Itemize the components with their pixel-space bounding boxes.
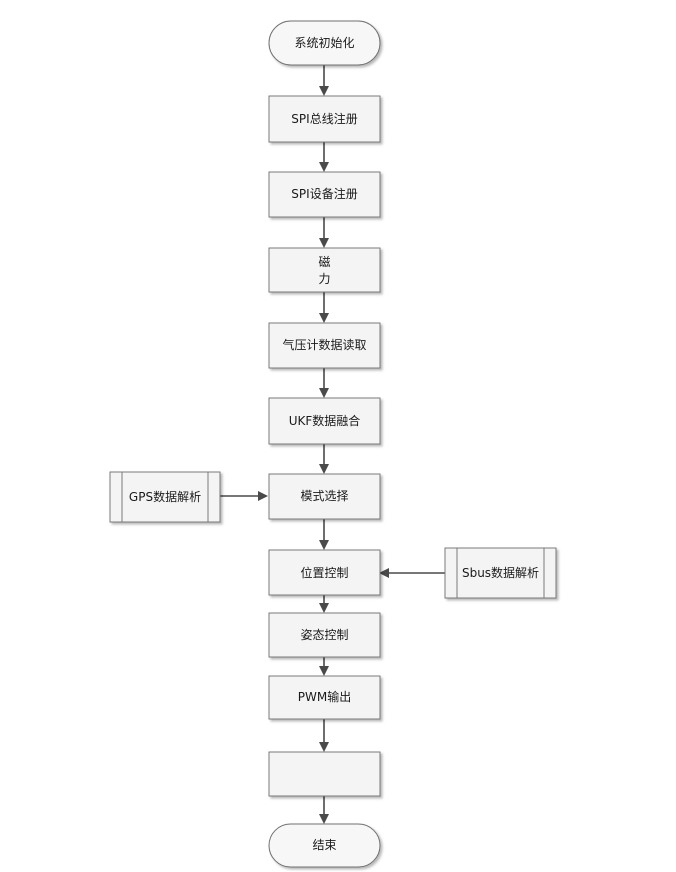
step-spi-bus-register: SPI总线注册 [268,95,381,143]
step-spi-device-register: SPI设备注册 [268,171,381,218]
gps-parse-label: GPS数据解析 [129,489,201,504]
step-imu-read: 磁 力 [268,247,381,293]
step-imu-read-label-line2: 力 [318,272,330,286]
step-ukf-fusion-label: 模式选择 [300,489,348,503]
start-terminal: 系统初始化 [268,20,381,66]
arrow-position-to-attitude [319,657,329,676]
arrow-magnetometer-to-barometer [319,368,329,398]
arrow-ukf-to-mode [319,519,329,550]
step-pwm-output [268,751,381,797]
arrow-start-to-spi-bus [319,65,329,96]
step-position-control: 姿态控制 [268,612,381,658]
arrow-sbus-to-mode [379,568,445,578]
arrow-barometer-to-ukf [319,444,329,474]
connectors [220,65,445,824]
step-magnetometer-read-label: 气压计数据读取 [282,337,366,352]
step-imu-read-label-line1: 磁 [318,254,330,269]
step-barometer-read-label: UKF数据融合 [289,413,361,428]
arrow-spi-device-to-imu [319,217,329,248]
arrow-imu-to-magnetometer [319,292,329,323]
step-barometer-read: UKF数据融合 [268,397,381,445]
step-mode-select-label: 位置控制 [300,565,348,580]
arrow-mode-to-position [319,595,329,613]
sbus-parse-block: Sbus数据解析 [444,547,557,599]
gps-parse-block: GPS数据解析 [109,471,221,523]
step-position-control-label: 姿态控制 [300,628,348,642]
arrow-attitude-to-pwm [319,719,329,752]
step-mode-select: 位置控制 [268,549,381,596]
arrow-pwm-to-end [319,796,329,824]
step-attitude-control: PWM输出 [268,675,381,720]
step-ukf-fusion: 模式选择 [268,473,381,520]
step-spi-device-register-label: SPI设备注册 [291,186,357,201]
end-terminal: 结束 [268,823,381,868]
sbus-parse-label: Sbus数据解析 [462,565,539,580]
arrow-spi-bus-to-spi-device [319,142,329,172]
start-label: 系统初始化 [294,36,354,50]
step-magnetometer-read: 气压计数据读取 [268,322,381,369]
step-attitude-control-label: PWM输出 [298,689,351,704]
end-label: 结束 [312,838,336,852]
step-spi-bus-register-label: SPI总线注册 [291,111,357,126]
arrow-gps-to-ukf [220,491,268,501]
